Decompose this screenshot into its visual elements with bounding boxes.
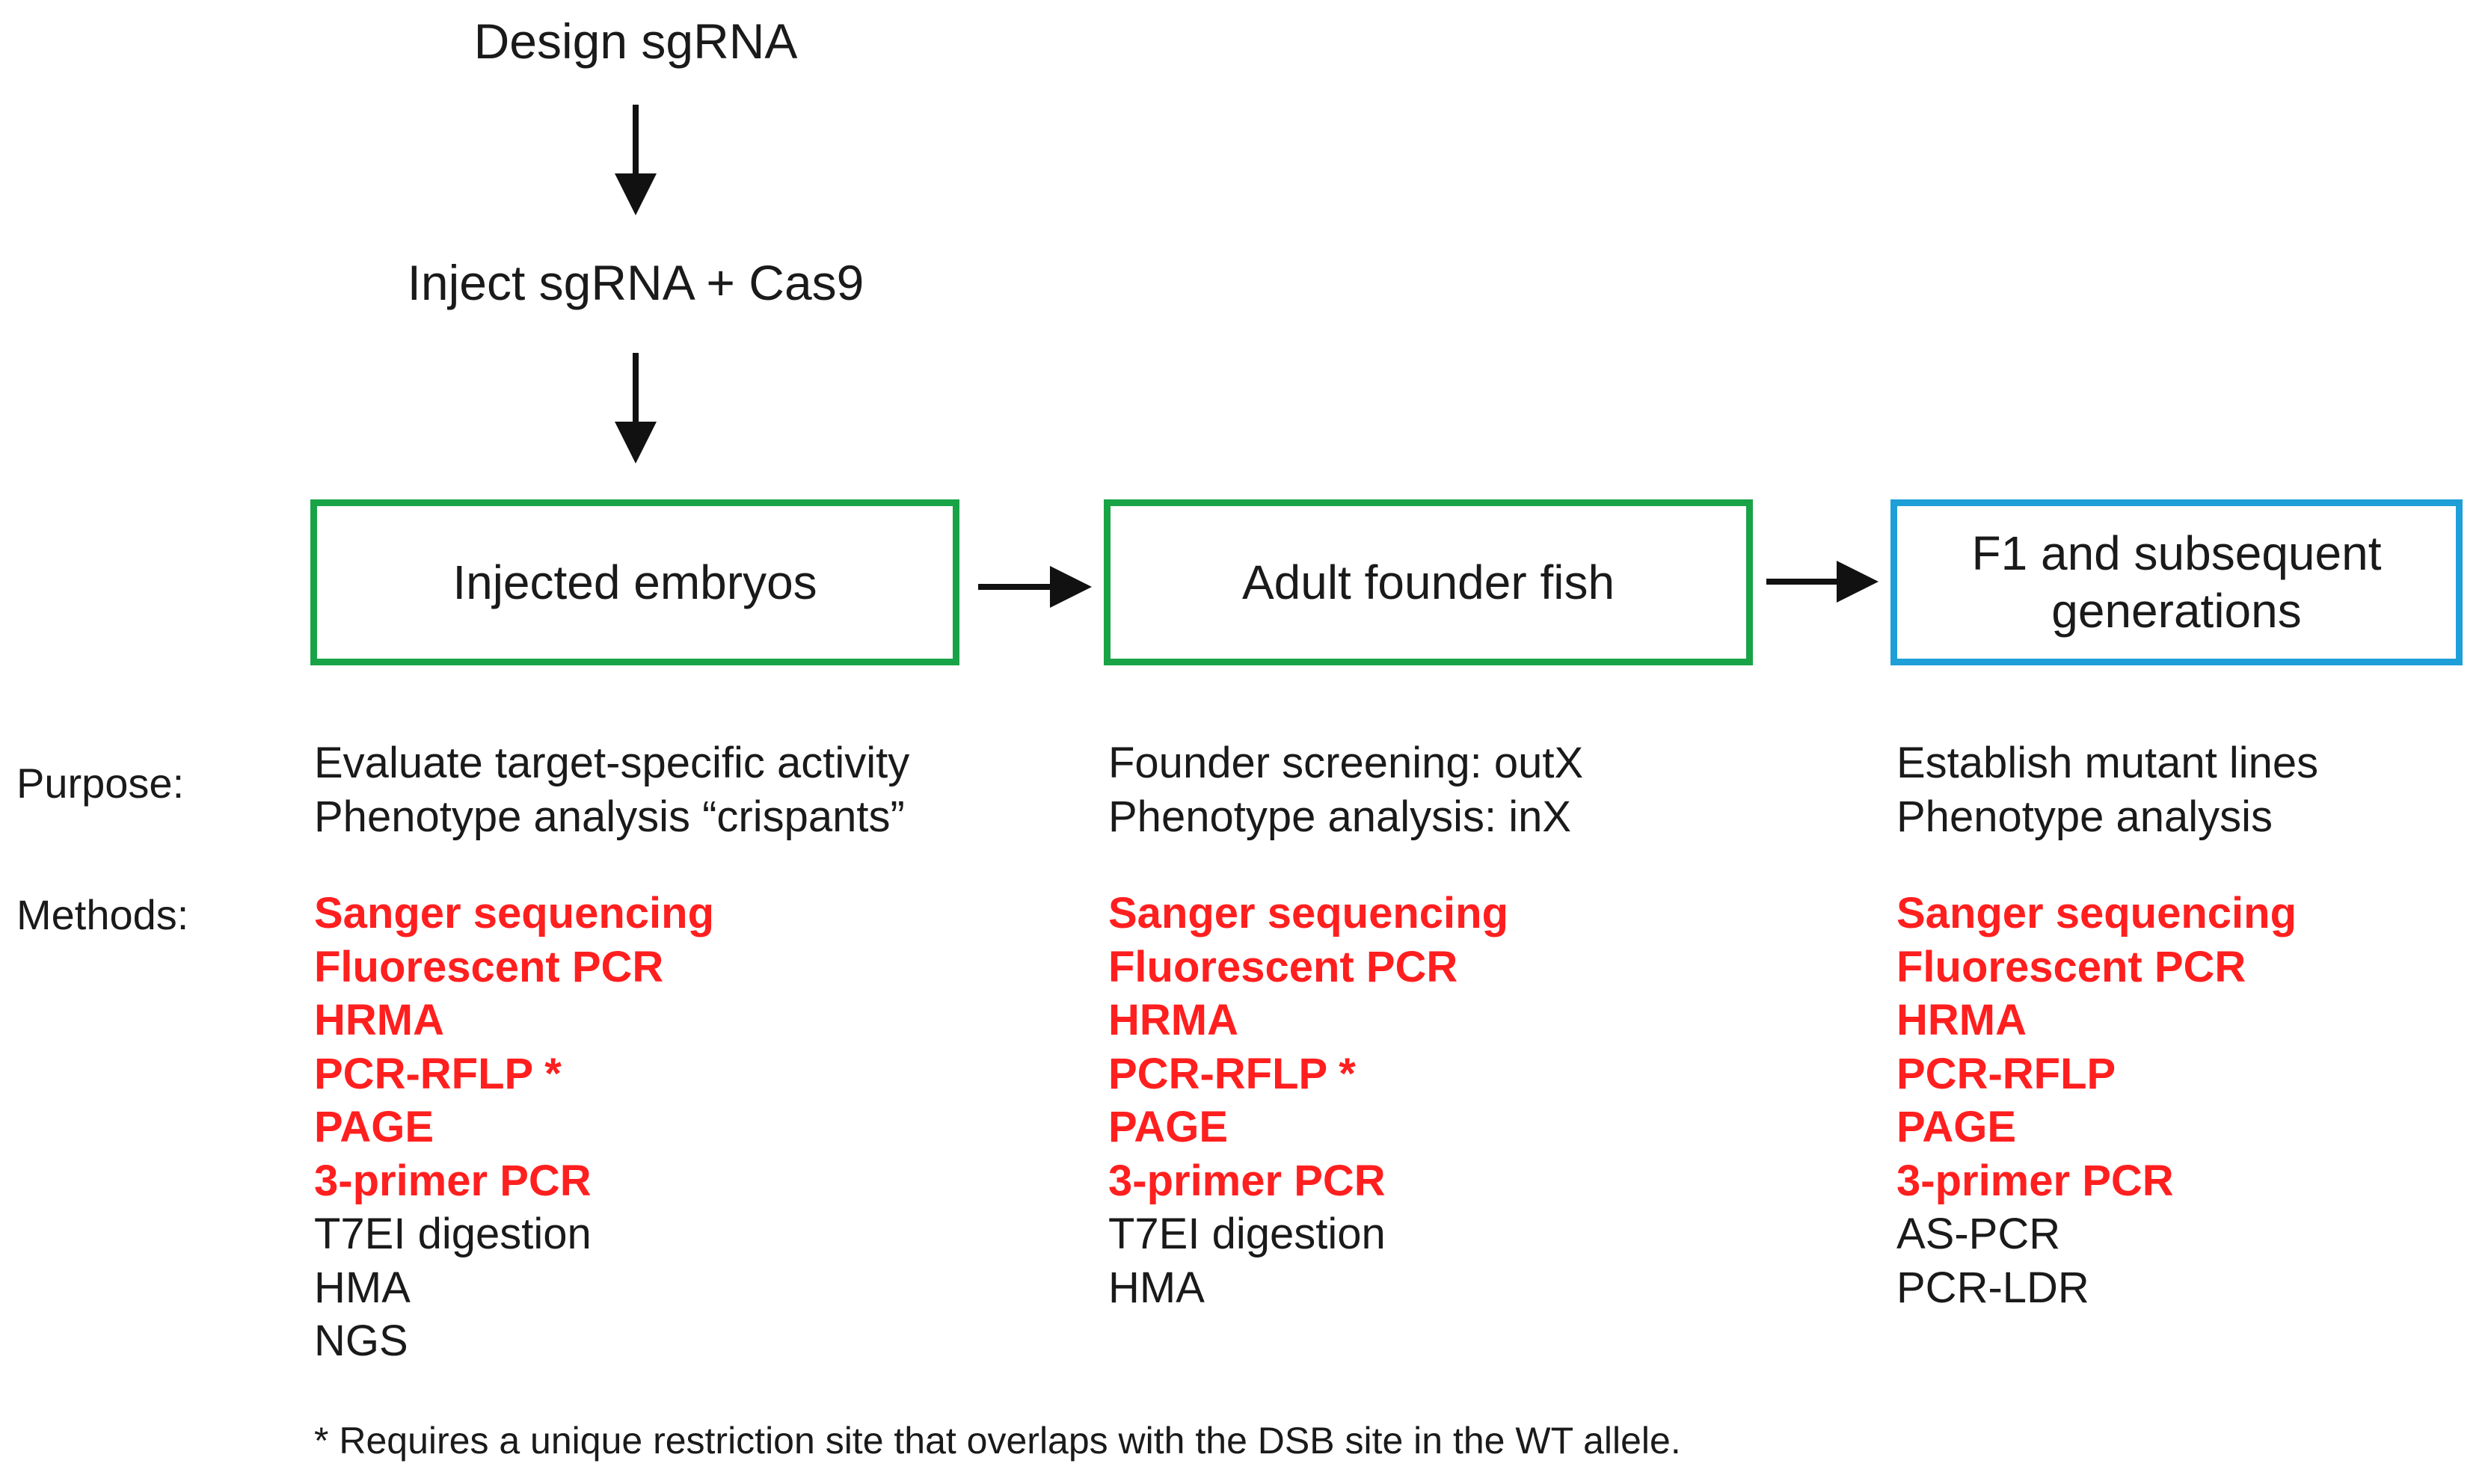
label-methods: Methods: xyxy=(16,891,189,938)
method-item: PCR-RFLP * xyxy=(314,1049,562,1098)
purpose-col-2: Founder screening: outX Phenotype analys… xyxy=(1108,736,1583,844)
purpose-col-2-line-2: Phenotype analysis: inX xyxy=(1108,792,1572,841)
method-item: Fluorescent PCR xyxy=(314,942,664,991)
method-item: HRMA xyxy=(1896,996,2027,1044)
arrow-down-2 xyxy=(615,353,657,464)
step-inject-sgrna-cas9: Inject sgRNA + Cas9 xyxy=(407,255,864,310)
purpose-col-3-line-1: Establish mutant lines xyxy=(1896,739,2319,787)
methods-col-1: Sanger sequencing Fluorescent PCR HRMA P… xyxy=(314,887,714,1368)
method-item: PAGE xyxy=(1896,1103,2017,1151)
box-injected-embryos: Injected embryos xyxy=(310,499,959,665)
arrow-down-1 xyxy=(615,105,657,215)
method-item: PCR-RFLP xyxy=(1896,1049,2116,1098)
method-item: Sanger sequencing xyxy=(1896,889,2297,937)
arrow-right-1 xyxy=(978,566,1092,608)
method-item: T7EI digestion xyxy=(1108,1210,1386,1258)
method-item: 3-primer PCR xyxy=(1108,1156,1386,1205)
step-design-sgrna: Design sgRNA xyxy=(473,13,798,69)
box-f1-generations: F1 and subsequent generations xyxy=(1890,499,2463,665)
method-item: PCR-LDR xyxy=(1896,1263,2089,1312)
method-item: T7EI digestion xyxy=(314,1210,592,1258)
methods-col-2: Sanger sequencing Fluorescent PCR HRMA P… xyxy=(1108,887,1508,1314)
label-purpose: Purpose: xyxy=(16,760,185,807)
purpose-col-1-line-1: Evaluate target-specific activity xyxy=(314,739,910,787)
purpose-col-2-line-1: Founder screening: outX xyxy=(1108,739,1584,787)
method-item: Fluorescent PCR xyxy=(1108,942,1458,991)
box-adult-founder-fish-label: Adult founder fish xyxy=(1241,555,1615,609)
box-adult-founder-fish: Adult founder fish xyxy=(1104,499,1753,665)
purpose-col-1-line-2: Phenotype analysis “crispants” xyxy=(314,792,905,841)
method-item: PCR-RFLP * xyxy=(1108,1049,1356,1098)
box-f1-label-line2: generations xyxy=(2051,584,2302,638)
method-item: HRMA xyxy=(314,996,444,1044)
method-item: PAGE xyxy=(1108,1103,1229,1151)
method-item: AS-PCR xyxy=(1896,1210,2061,1258)
box-injected-embryos-label: Injected embryos xyxy=(452,555,817,609)
method-item: Sanger sequencing xyxy=(1108,889,1509,937)
arrow-right-2 xyxy=(1766,561,1879,603)
method-item: HRMA xyxy=(1108,996,1238,1044)
box-f1-label-line1: F1 and subsequent xyxy=(1971,526,2382,581)
methods-col-3: Sanger sequencing Fluorescent PCR HRMA P… xyxy=(1896,887,2297,1314)
method-item: Sanger sequencing xyxy=(314,889,715,937)
method-item: 3-primer PCR xyxy=(1896,1156,2174,1205)
method-item: 3-primer PCR xyxy=(314,1156,592,1205)
method-item: PAGE xyxy=(314,1103,434,1151)
footnote: * Requires a unique restriction site tha… xyxy=(314,1420,1681,1462)
method-item: NGS xyxy=(314,1317,408,1365)
purpose-col-3-line-2: Phenotype analysis xyxy=(1896,792,2273,841)
purpose-col-1: Evaluate target-specific activity Phenot… xyxy=(314,736,909,844)
method-item: HMA xyxy=(314,1263,411,1312)
method-item: HMA xyxy=(1108,1263,1205,1312)
purpose-col-3: Establish mutant lines Phenotype analysi… xyxy=(1896,736,2318,844)
method-item: Fluorescent PCR xyxy=(1896,942,2246,991)
